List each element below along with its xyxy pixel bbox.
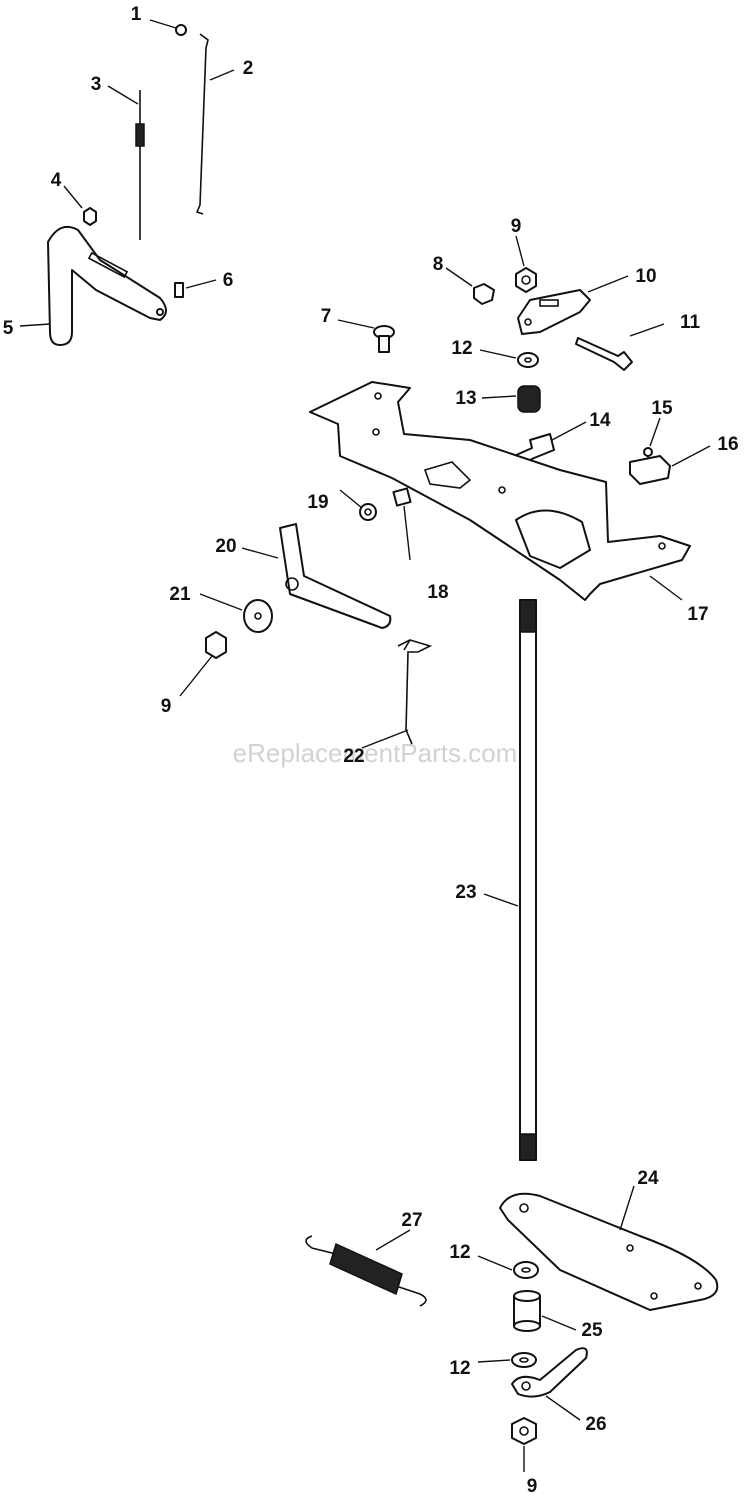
part-16-clip: [629, 455, 671, 485]
part-8-nut: [473, 283, 495, 305]
part-27-spring: [305, 1235, 427, 1307]
callout-15: 15: [651, 398, 673, 419]
part-10-bracket: [517, 289, 591, 335]
callout-18: 18: [427, 582, 448, 603]
part-18-square-nut: [392, 487, 412, 507]
part-3-spring-wire: [135, 90, 145, 240]
callout-5: 5: [3, 318, 14, 339]
part-13-spring: [517, 385, 541, 413]
callout-21: 21: [169, 584, 191, 605]
callout-8: 8: [433, 254, 444, 275]
part-11-bolt: [575, 337, 633, 371]
leader-lines: [19, 19, 711, 1472]
part-22-wire-link: [397, 639, 433, 745]
callout-1: 1: [131, 4, 142, 25]
callout-17: 17: [687, 604, 708, 625]
callout-2: 2: [243, 58, 254, 79]
callout-27: 27: [401, 1210, 422, 1231]
part-7-screw: [373, 325, 395, 353]
part-4-nut: [83, 207, 97, 226]
part-23-rod: [519, 599, 537, 1161]
callout-12-top: 12: [451, 338, 472, 359]
part-17-plate: [309, 381, 691, 601]
part-5-lever: [47, 226, 167, 346]
part-12-washer-mid: [513, 1261, 539, 1279]
callout-4: 4: [51, 170, 62, 191]
callout-24: 24: [637, 1168, 659, 1189]
callout-13: 13: [455, 388, 476, 409]
part-12-washer-low: [511, 1352, 537, 1368]
callout-12-low: 12: [449, 1358, 470, 1379]
callout-14: 14: [589, 410, 611, 431]
part-21-washer: [243, 599, 273, 633]
callout-6: 6: [223, 270, 234, 291]
callout-labels: 1 2 3 4 5 6 7 8 9 10 11 12 13 14 15 16 1…: [3, 4, 739, 1497]
part-1-nut: [175, 24, 187, 36]
callout-19: 19: [307, 492, 328, 513]
callout-10: 10: [635, 266, 656, 287]
part-20-lever: [279, 523, 392, 629]
part-26-arm: [511, 1347, 588, 1398]
part-2-rod: [195, 33, 209, 215]
part-25-spacer: [513, 1290, 541, 1332]
callout-23: 23: [455, 882, 476, 903]
callout-22: 22: [343, 746, 364, 767]
part-24-plate: [499, 1192, 719, 1311]
callout-26: 26: [585, 1414, 606, 1435]
part-6-clip: [174, 282, 184, 298]
callout-7: 7: [321, 306, 332, 327]
callout-25: 25: [581, 1320, 603, 1341]
part-9-nut-bottom: [511, 1417, 537, 1445]
callout-9-mid: 9: [161, 696, 172, 717]
part-12-washer-top: [517, 352, 539, 368]
callout-12-mid: 12: [449, 1242, 470, 1263]
callout-9-bottom: 9: [527, 1476, 538, 1497]
callout-9-top: 9: [511, 216, 522, 237]
callout-16: 16: [717, 434, 738, 455]
callout-3: 3: [91, 74, 102, 95]
part-19-washer: [359, 503, 377, 521]
part-9-nut-mid: [205, 631, 227, 659]
callout-20: 20: [215, 536, 236, 557]
part-9-nut-top: [515, 267, 537, 293]
callout-11: 11: [680, 312, 701, 333]
